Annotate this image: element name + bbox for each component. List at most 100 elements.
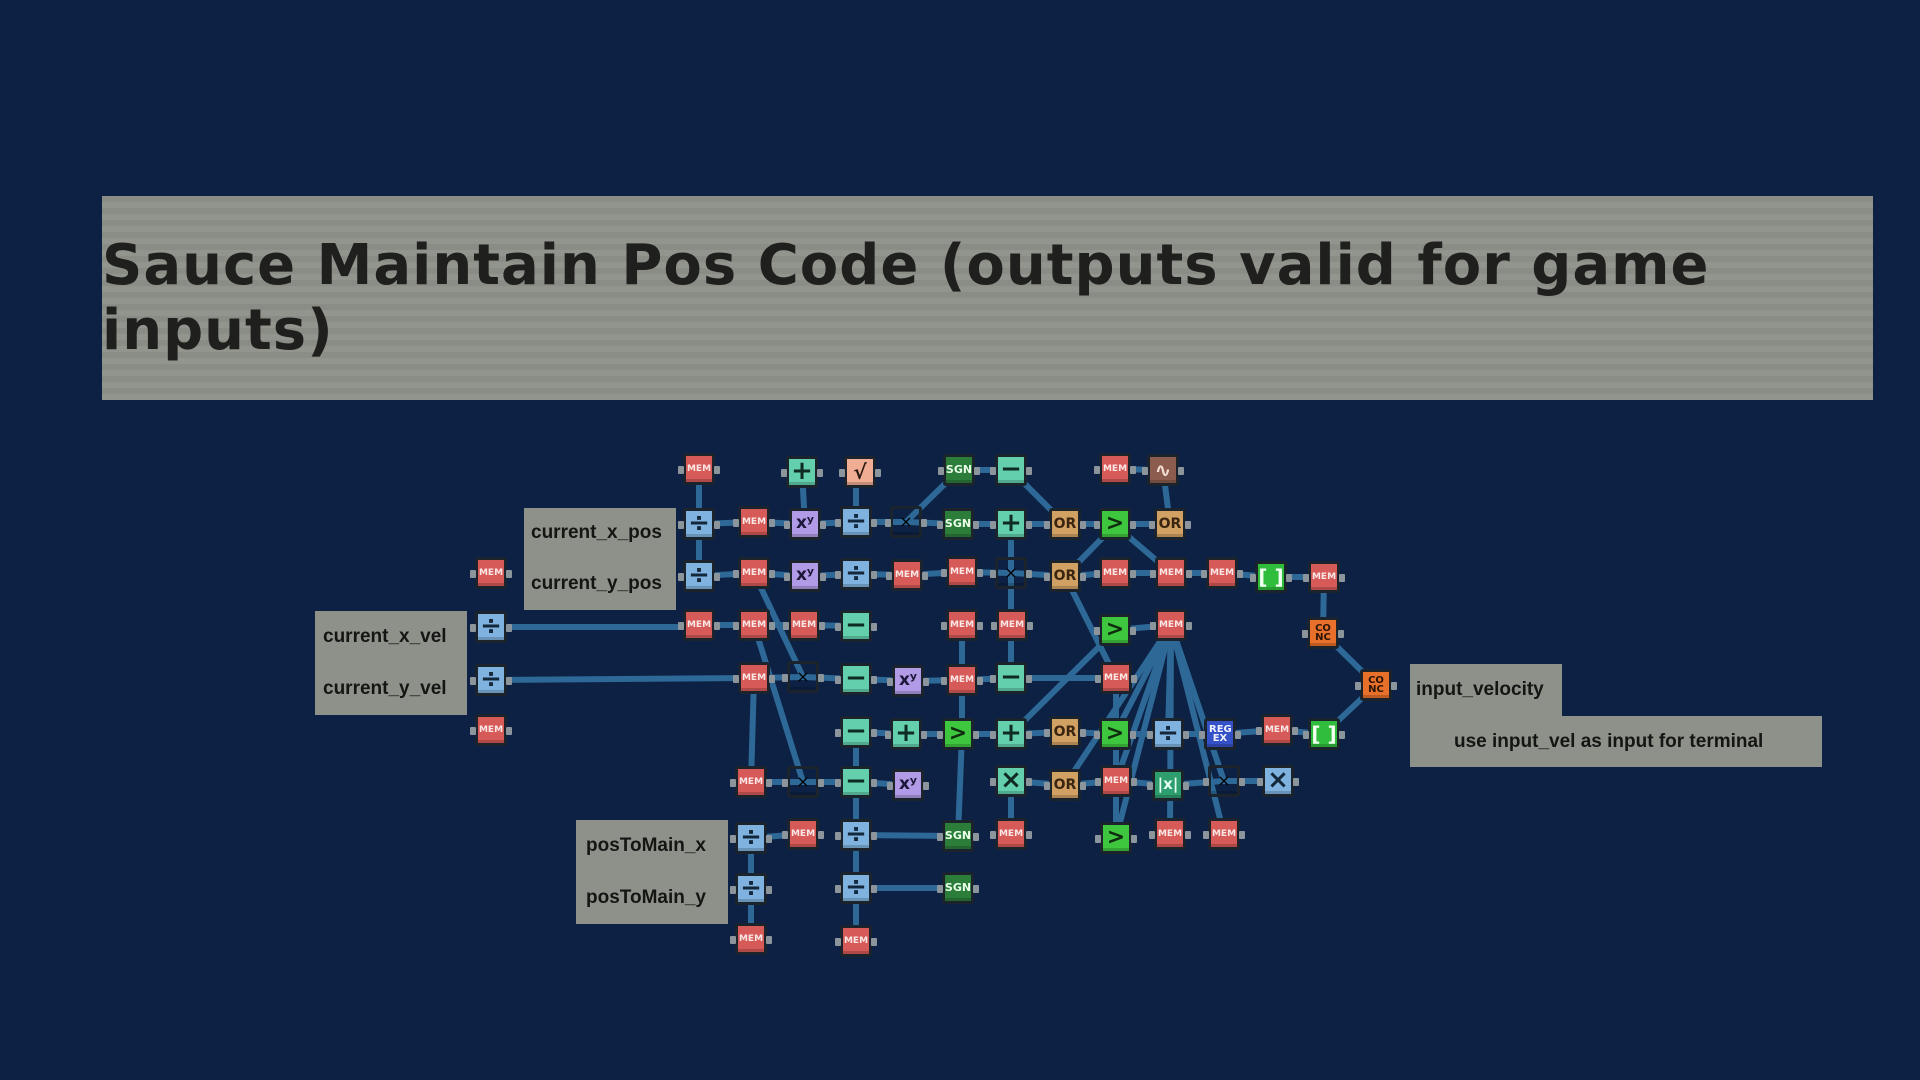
greater-than-node[interactable]: > bbox=[1094, 614, 1136, 646]
memory-node[interactable]: MEM bbox=[1094, 453, 1136, 485]
memory-node[interactable]: MEM bbox=[990, 818, 1032, 850]
add-node[interactable]: + bbox=[990, 718, 1032, 750]
memory-node[interactable]: MEM bbox=[730, 766, 772, 798]
regex-node[interactable]: REG EX bbox=[1199, 718, 1241, 750]
or-node[interactable]: OR bbox=[1044, 716, 1086, 748]
divide-node[interactable]: ÷ bbox=[730, 822, 772, 854]
memory-node[interactable]: MEM bbox=[1149, 818, 1191, 850]
memory-node[interactable]: MEM bbox=[941, 556, 983, 588]
square-root-node[interactable]: √ bbox=[839, 456, 881, 488]
greater-than-node[interactable]: > bbox=[937, 718, 979, 750]
memory-node[interactable]: MEM bbox=[991, 609, 1033, 641]
divide-icon: ÷ bbox=[480, 664, 502, 695]
memory-node[interactable]: MEM bbox=[1203, 818, 1245, 850]
divide-node[interactable]: ÷ bbox=[835, 558, 877, 590]
divide-node[interactable]: ÷ bbox=[835, 872, 877, 904]
memory-node[interactable]: MEM bbox=[1094, 557, 1136, 589]
memory-node[interactable]: MEM bbox=[886, 559, 928, 591]
or-node[interactable]: OR bbox=[1149, 508, 1191, 540]
divide-node[interactable]: ÷ bbox=[835, 506, 877, 538]
label-current-y-pos: current_y_pos bbox=[524, 558, 676, 610]
memory-node[interactable]: MEM bbox=[1303, 561, 1345, 593]
memory-node[interactable]: MEM bbox=[733, 662, 775, 694]
bracket-node[interactable]: [ ] bbox=[1303, 718, 1345, 750]
divide-node[interactable]: ÷ bbox=[678, 560, 720, 592]
multiply-node[interactable]: × bbox=[1257, 765, 1299, 797]
multiply-node[interactable]: × bbox=[782, 661, 824, 693]
add-node[interactable]: + bbox=[990, 508, 1032, 540]
memory-node[interactable]: MEM bbox=[1150, 609, 1192, 641]
memory-icon: MEM bbox=[791, 619, 817, 630]
divide-node[interactable]: ÷ bbox=[1147, 718, 1189, 750]
multiply-icon: × bbox=[1004, 562, 1018, 582]
concat-node[interactable]: CO NC bbox=[1302, 617, 1344, 649]
subtract-node[interactable]: − bbox=[990, 662, 1032, 694]
concat-node[interactable]: CO NC bbox=[1355, 669, 1397, 701]
sign-node[interactable]: SGN bbox=[937, 820, 979, 852]
divide-icon: ÷ bbox=[740, 873, 762, 904]
wire bbox=[751, 570, 806, 680]
memory-node[interactable]: MEM bbox=[470, 557, 512, 589]
label-input-velocity: input_velocity bbox=[1410, 664, 1562, 716]
or-node[interactable]: OR bbox=[1044, 508, 1086, 540]
memory-icon: MEM bbox=[894, 569, 920, 580]
memory-node[interactable]: MEM bbox=[470, 714, 512, 746]
subtract-node[interactable]: − bbox=[835, 716, 877, 748]
add-node[interactable]: + bbox=[781, 456, 823, 488]
or-icon: OR bbox=[1158, 515, 1182, 532]
power-node[interactable]: xʸ bbox=[887, 769, 929, 801]
divide-node[interactable]: ÷ bbox=[470, 611, 512, 643]
memory-node[interactable]: MEM bbox=[1150, 557, 1192, 589]
or-node[interactable]: OR bbox=[1044, 560, 1086, 592]
memory-node[interactable]: MEM bbox=[678, 609, 720, 641]
sine-node[interactable]: ∿ bbox=[1142, 454, 1184, 486]
label-current-y-vel: current_y_vel bbox=[315, 663, 467, 715]
multiply-node[interactable]: × bbox=[990, 765, 1032, 797]
memory-node[interactable]: MEM bbox=[730, 923, 772, 955]
memory-node[interactable]: MEM bbox=[1095, 765, 1137, 797]
greater-than-node[interactable]: > bbox=[1094, 718, 1136, 750]
power-node[interactable]: xʸ bbox=[784, 508, 826, 540]
label-current-x-pos: current_x_pos bbox=[524, 508, 676, 558]
divide-node[interactable]: ÷ bbox=[678, 508, 720, 540]
add-node[interactable]: + bbox=[885, 718, 927, 750]
subtract-node[interactable]: − bbox=[835, 610, 877, 642]
memory-node[interactable]: MEM bbox=[941, 609, 983, 641]
subtract-node[interactable]: − bbox=[835, 663, 877, 695]
or-icon: OR bbox=[1053, 567, 1077, 584]
memory-node[interactable]: MEM bbox=[1256, 714, 1298, 746]
greater-than-node[interactable]: > bbox=[1095, 822, 1137, 854]
memory-node[interactable]: MEM bbox=[733, 609, 775, 641]
power-node[interactable]: xʸ bbox=[784, 560, 826, 592]
multiply-node[interactable]: × bbox=[782, 766, 824, 798]
divide-node[interactable]: ÷ bbox=[835, 819, 877, 851]
divide-node[interactable]: ÷ bbox=[730, 873, 772, 905]
memory-node[interactable]: MEM bbox=[733, 506, 775, 538]
multiply-node[interactable]: × bbox=[1203, 765, 1245, 797]
divide-icon: ÷ bbox=[740, 822, 762, 853]
power-node[interactable]: xʸ bbox=[887, 665, 929, 697]
memory-icon: MEM bbox=[1264, 724, 1290, 735]
subtract-node[interactable]: − bbox=[835, 766, 877, 798]
multiply-node[interactable]: × bbox=[990, 557, 1032, 589]
memory-node[interactable]: MEM bbox=[782, 818, 824, 850]
memory-node[interactable]: MEM bbox=[678, 453, 720, 485]
memory-icon: MEM bbox=[741, 619, 767, 630]
divide-node[interactable]: ÷ bbox=[470, 664, 512, 696]
greater-than-node[interactable]: > bbox=[1094, 508, 1136, 540]
page-title: Sauce Maintain Pos Code (outputs valid f… bbox=[102, 233, 1710, 363]
sign-node[interactable]: SGN bbox=[937, 872, 979, 904]
memory-node[interactable]: MEM bbox=[941, 664, 983, 696]
absolute-node[interactable]: |x| bbox=[1147, 769, 1189, 801]
memory-node[interactable]: MEM bbox=[1095, 662, 1137, 694]
subtract-node[interactable]: − bbox=[990, 454, 1032, 486]
memory-node[interactable]: MEM bbox=[835, 925, 877, 957]
bracket-node[interactable]: [ ] bbox=[1250, 561, 1292, 593]
memory-node[interactable]: MEM bbox=[1201, 557, 1243, 589]
sign-node[interactable]: SGN bbox=[938, 454, 980, 486]
multiply-node[interactable]: × bbox=[885, 506, 927, 538]
or-node[interactable]: OR bbox=[1044, 769, 1086, 801]
sign-node[interactable]: SGN bbox=[937, 508, 979, 540]
memory-node[interactable]: MEM bbox=[783, 609, 825, 641]
memory-node[interactable]: MEM bbox=[733, 557, 775, 589]
